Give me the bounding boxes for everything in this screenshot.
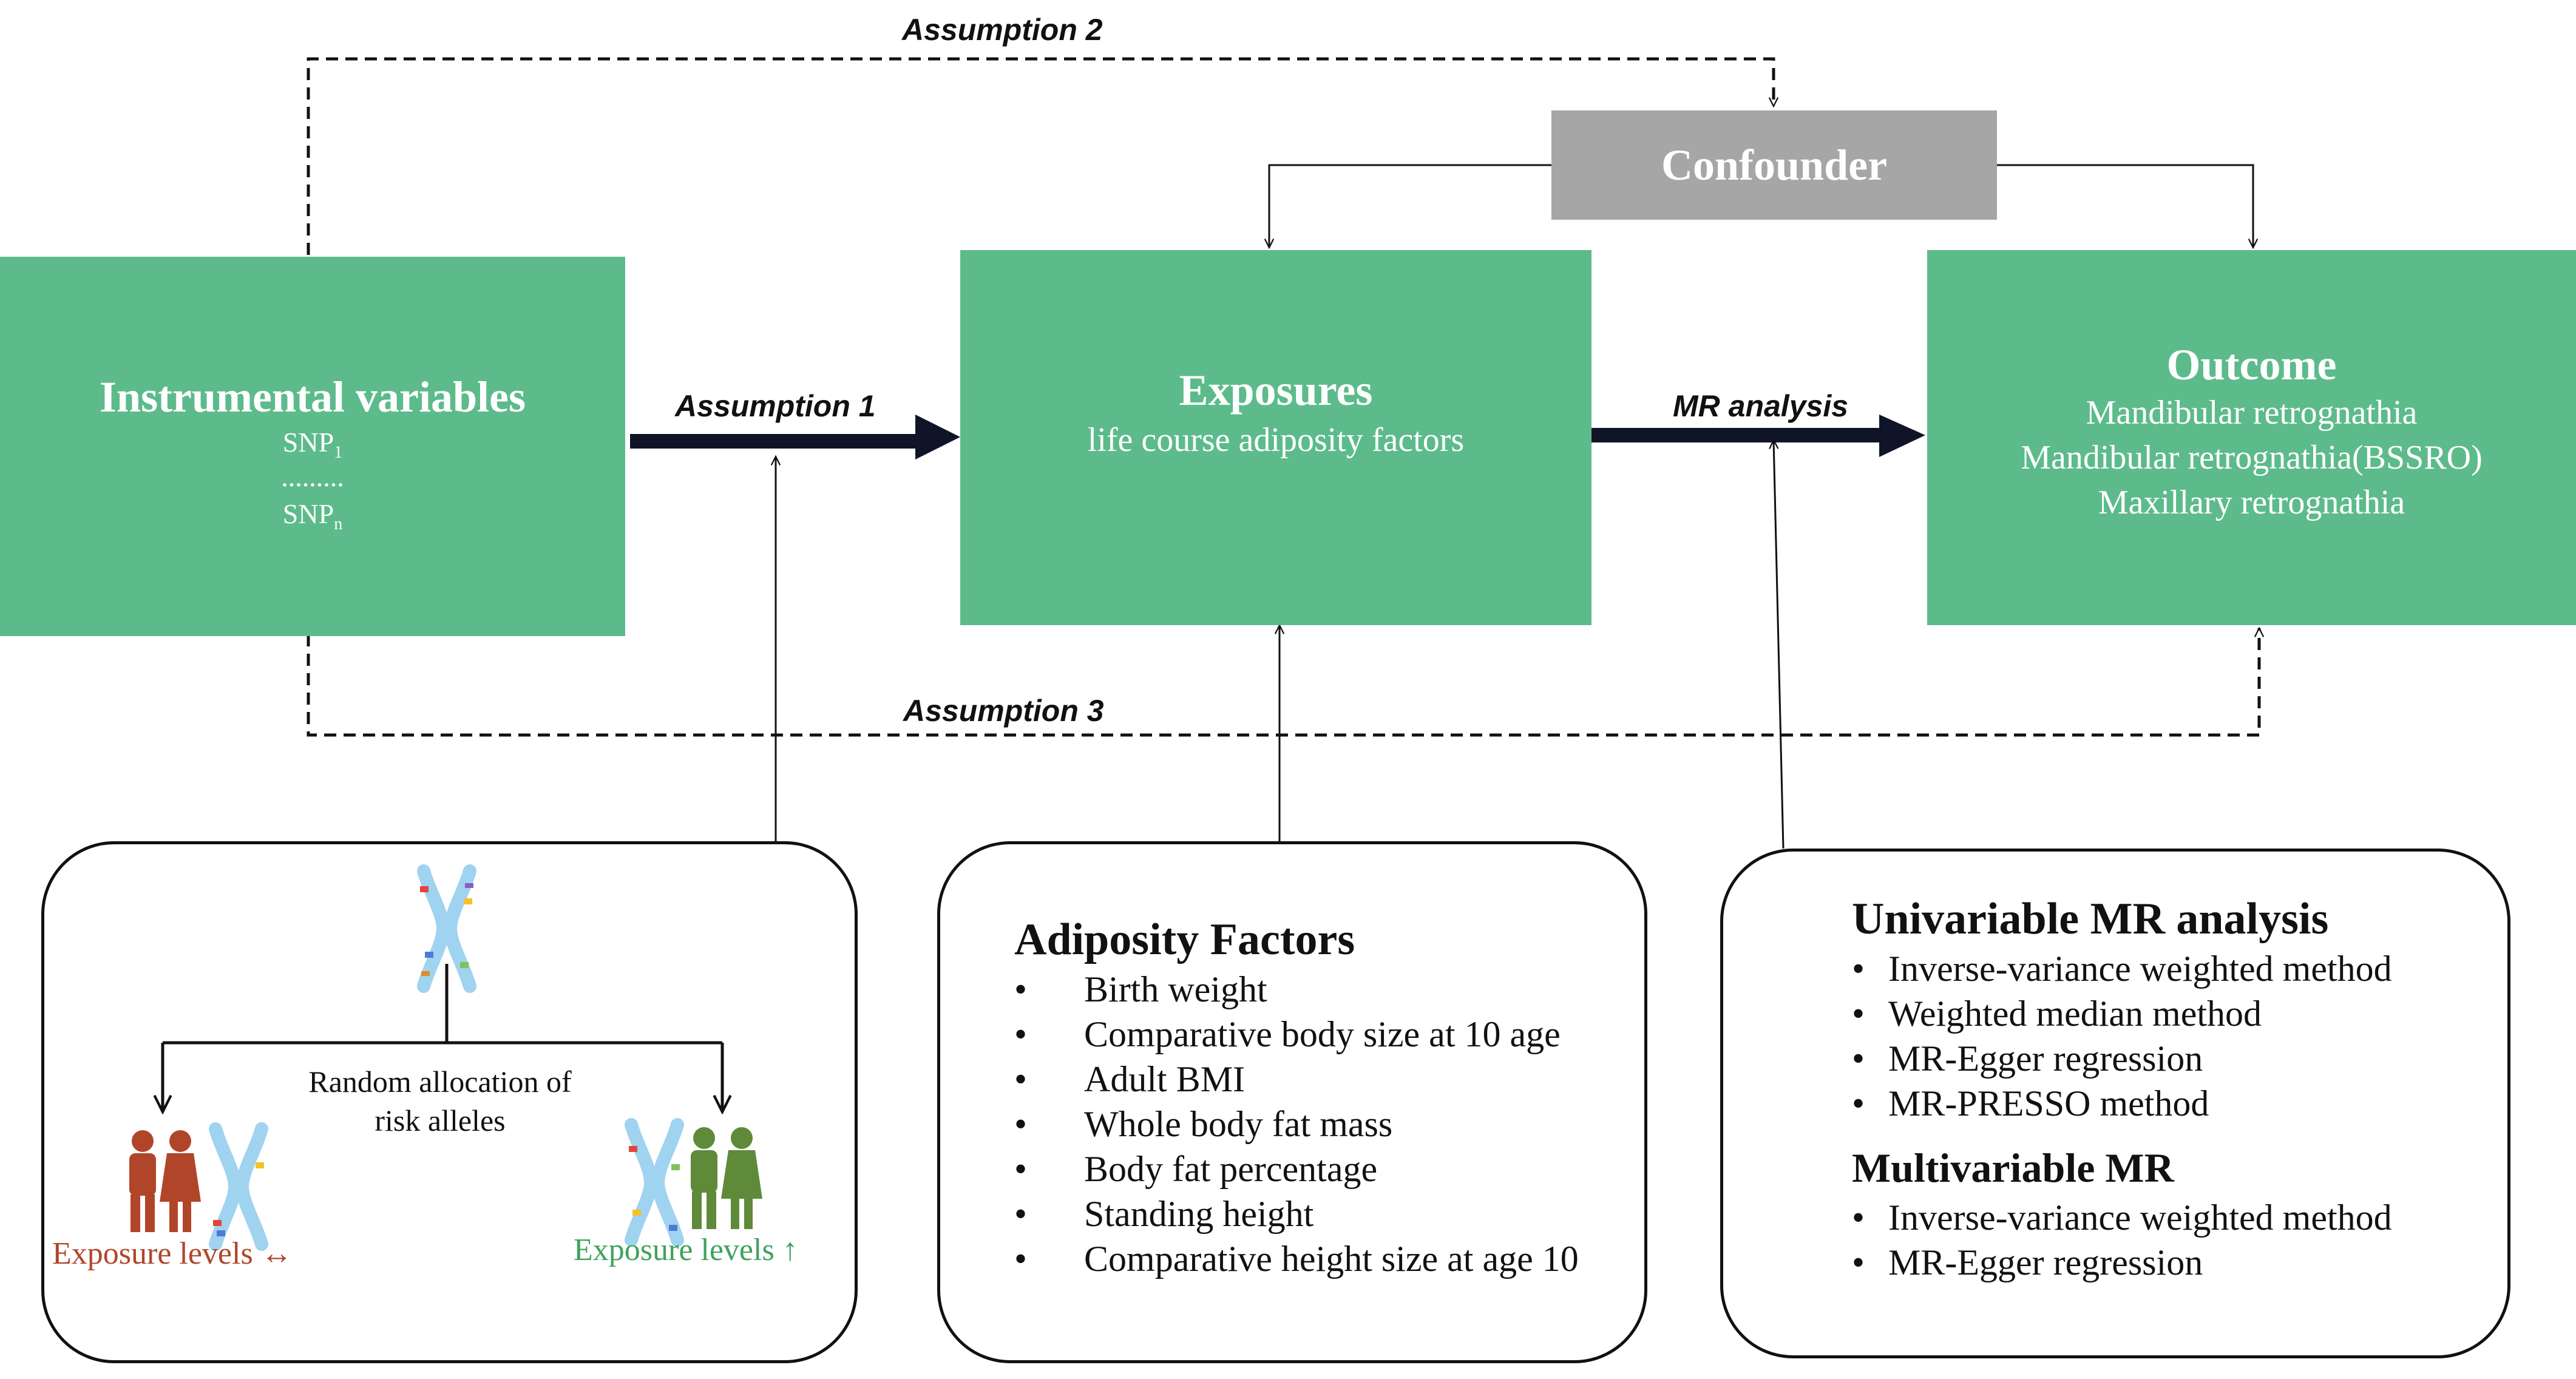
confounder-to-outcome-line [1997, 164, 2253, 248]
chromosome-icon-right [625, 1118, 684, 1247]
list-item: MR-PRESSO method [1852, 1081, 2507, 1126]
list-item: Whole body fat mass [1014, 1102, 1644, 1147]
adiposity-factors-title: Adiposity Factors [1014, 915, 1355, 964]
allocation-caption-line2: risk alleles [375, 1103, 506, 1137]
list-item: MR-Egger regression [1852, 1240, 2507, 1285]
chromosome-icon [417, 864, 476, 993]
list-item: Inverse-variance weighted method [1852, 946, 2507, 991]
univariable-mr-list: Inverse-variance weighted method Weighte… [1852, 946, 2507, 1126]
exposure-level-increased-label: Exposure levels ↑ [574, 1233, 798, 1267]
outcome-item: Mandibular retrognathia [2086, 394, 2418, 432]
confounder-box: Confounder [1551, 110, 1997, 220]
adiposity-factors-panel: Adiposity Factors Birth weight Comparati… [937, 841, 1647, 1363]
exposures-to-outcome-head [1879, 415, 1925, 457]
assumption-2-label: Assumption 2 [902, 13, 1103, 47]
list-item: Adult BMI [1014, 1057, 1644, 1102]
adiposity-factors-list: Birth weight Comparative body size at 10… [1014, 967, 1644, 1281]
instrumental-variables-box: Instrumental variables SNP1 ......... SN… [0, 257, 625, 636]
outcome-title: Outcome [2166, 341, 2337, 389]
allocation-caption: Random allocation of risk alleles [255, 1062, 625, 1140]
exposure-level-neutral-label: Exposure levels ↔ [52, 1236, 293, 1271]
confounder-to-exposures-line [1269, 164, 1551, 248]
outcome-item: Mandibular retrognathia(BSSRO) [2021, 439, 2483, 476]
mr-methods-panel: Univariable MR analysis Inverse-variance… [1720, 849, 2510, 1358]
assumption-3-dashed-path [307, 628, 2259, 737]
univariable-mr-title: Univariable MR analysis [1852, 894, 2329, 944]
list-item: MR-Egger regression [1852, 1036, 2507, 1081]
outcome-item: Maxillary retrognathia [2098, 484, 2405, 521]
chromosome-icon-left [209, 1122, 268, 1251]
confounder-label: Confounder [1661, 140, 1888, 189]
list-item: Inverse-variance weighted method [1852, 1195, 2507, 1240]
snp-last: SNPn [282, 498, 343, 534]
iv-to-exposures-head [915, 415, 960, 459]
outcome-box: Outcome Mandibular retrognathia Mandibul… [1927, 250, 2576, 625]
random-allocation-panel [41, 841, 858, 1363]
instrumental-variables-title: Instrumental variables [100, 373, 526, 421]
allocation-tree-lines [163, 964, 722, 1045]
exposures-box: Exposures life course adiposity factors [960, 250, 1591, 625]
mr-analysis-label: MR analysis [1673, 389, 1849, 423]
assumption-1-label: Assumption 1 [675, 389, 876, 423]
allocation-caption-line1: Random allocation of [308, 1065, 572, 1099]
list-item: Comparative body size at 10 age [1014, 1012, 1644, 1057]
snp-first: SNP1 [282, 427, 343, 462]
panel3-to-mr-line [1774, 440, 1785, 849]
couple-icon-red [129, 1130, 201, 1232]
assumption-2-dashed-path [307, 57, 1774, 255]
list-item: Birth weight [1014, 967, 1644, 1012]
multivariable-mr-list: Inverse-variance weighted method MR-Egge… [1852, 1195, 2507, 1285]
list-item: Comparative height size at age 10 [1014, 1236, 1644, 1281]
exposures-subtitle: life course adiposity factors [1087, 421, 1465, 459]
list-item: Weighted median method [1852, 991, 2507, 1036]
list-item: Standing height [1014, 1191, 1644, 1236]
couple-icon-green [691, 1127, 762, 1229]
multivariable-mr-title: Multivariable MR [1852, 1145, 2174, 1191]
assumption-3-label: Assumption 3 [903, 694, 1104, 728]
list-item: Body fat percentage [1014, 1147, 1644, 1191]
exposures-title: Exposures [1179, 366, 1373, 415]
snp-dots: ......... [281, 461, 344, 493]
